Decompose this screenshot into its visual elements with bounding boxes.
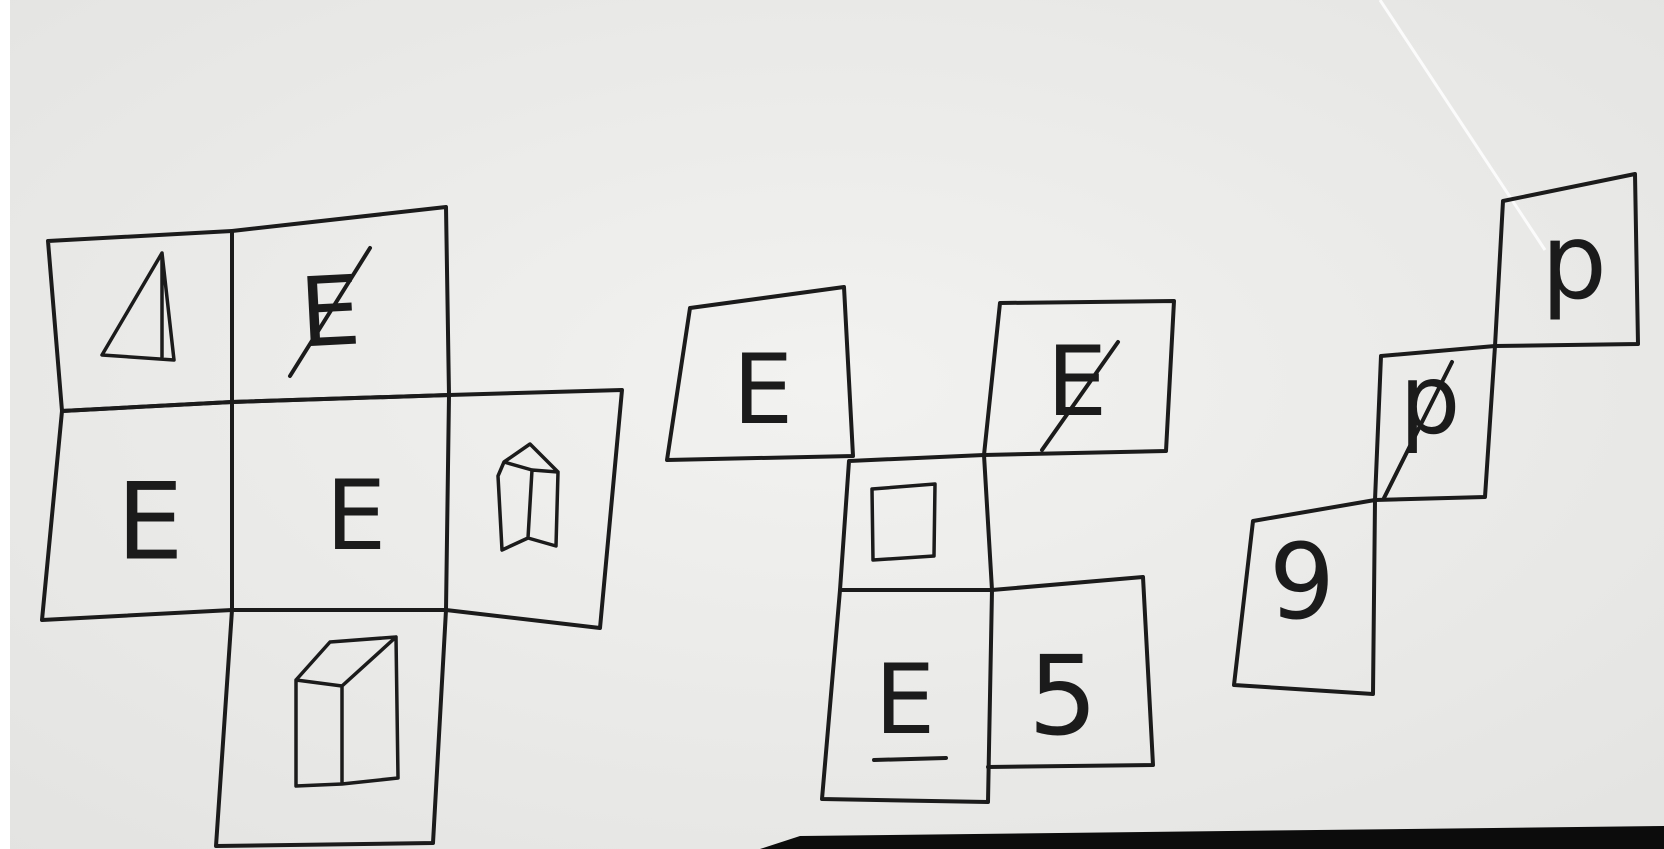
nine-label: 9 bbox=[1269, 521, 1335, 643]
underlined-e-label: E bbox=[875, 644, 936, 756]
left-scan-border bbox=[0, 0, 10, 849]
e-label-left: E bbox=[117, 461, 184, 584]
five-label: 5 bbox=[1028, 632, 1098, 760]
underline-mark bbox=[874, 758, 946, 760]
e-label-middle-top: E bbox=[733, 334, 794, 446]
e-label-center: E bbox=[326, 460, 387, 572]
struck-e-label-middle: E bbox=[1047, 326, 1108, 438]
p-label-top: p bbox=[1541, 201, 1607, 323]
